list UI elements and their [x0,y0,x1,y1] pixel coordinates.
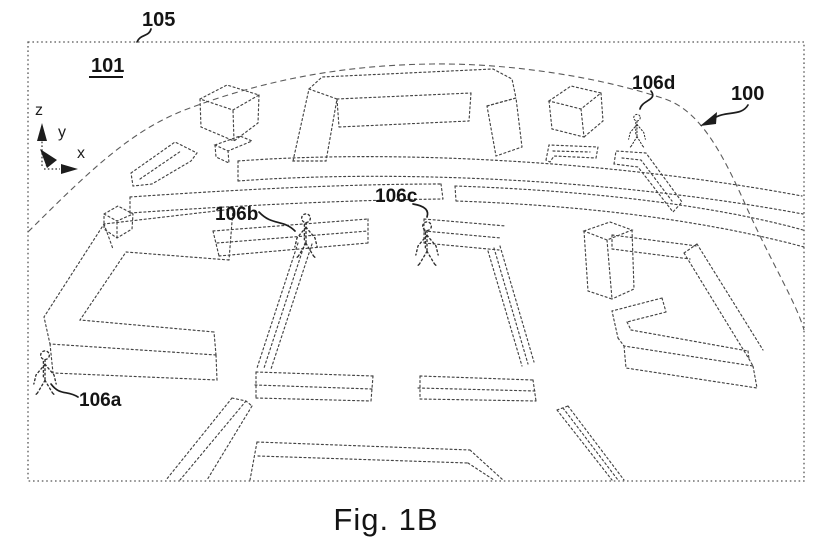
wall-face [611,229,635,300]
wall-long-front [129,183,805,248]
label-100: 100 [731,83,764,105]
wall-face [198,84,261,111]
wall-arch-top-center [292,68,523,162]
leader-line-106c [412,203,429,218]
wall-face [213,135,254,164]
wall-edge [611,297,667,339]
wall-edge [454,185,805,248]
wall-edge [212,218,369,257]
wall-edge [237,156,803,197]
y-axis-label: y [58,124,66,141]
wall-face [583,92,604,138]
wall-face [547,85,603,110]
wall-face [130,141,198,187]
wall-face [613,150,683,213]
wall-edge [611,234,698,260]
coordinate-axes: z y x [35,102,85,174]
wall-edge [417,375,537,402]
wall-edge [78,251,230,333]
wall-edge [487,245,535,367]
wall-block-right [582,221,635,300]
leader-line-100 [712,104,749,120]
ground-boundary-arc [27,63,805,331]
wall-edge [43,208,234,356]
leader-line-105 [136,28,152,43]
label-105: 105 [142,9,175,31]
wall-face [486,97,523,157]
wall-face [548,100,585,138]
wall-edge [237,175,804,215]
wall-slant-bottom-center [556,405,625,481]
wall-box-top-right [547,85,604,138]
wall-face [233,94,260,142]
wall-face [49,343,218,381]
z-axis-arrow-icon [37,123,47,141]
wall-c-shape-right-lower [611,297,758,389]
leader-line-106a [50,383,79,398]
wall-slant-bottom-left [165,397,253,481]
wall-long-back [237,156,804,215]
wall-face [623,345,758,389]
wall-face [139,150,182,180]
label-106b: 106b [215,204,258,225]
wall-edge [683,243,764,360]
maze-walls [43,68,805,481]
wall-edge [617,321,754,367]
wall-face [545,144,599,163]
figure-caption: Fig. 1B [333,502,438,537]
wall-edge [423,218,507,251]
figure-border [27,41,805,482]
wall-bracket-center-left [212,218,374,402]
leader-line-106d [639,90,654,110]
label-106d: 106d [632,73,675,94]
wall-edge [103,208,234,356]
label-106a: 106a [79,390,122,411]
wall-edge [129,183,444,214]
wall-bracket-center-right [417,218,537,402]
label-101: 101 [91,55,124,77]
x-axis-arrow-icon [61,164,78,174]
y-axis-arrow-icon [40,149,57,168]
wall-face [292,88,338,162]
wall-box-top-left [198,84,261,142]
wall-c-shape-right-upper [611,234,764,360]
wall-face [199,98,235,142]
stick-figure-106b [294,213,318,259]
wall-edge [256,242,313,370]
wall-face [582,221,634,241]
z-axis-label: z [35,102,43,119]
label-106c: 106c [375,186,418,207]
wall-long-bottom [249,441,504,481]
wall-face [336,92,472,128]
leader-line-106b [258,211,296,232]
wall-c-shape-left [43,208,234,381]
wall-small-bracket-right [545,144,683,213]
wall-hook-left [103,135,254,239]
wall-face [583,230,613,300]
wall-face [308,68,517,107]
wall-edge [254,371,374,402]
x-axis-label: x [77,145,85,162]
stick-figure-106d [628,113,646,149]
wall-face [103,205,134,239]
arrowhead-100-icon [700,112,717,126]
